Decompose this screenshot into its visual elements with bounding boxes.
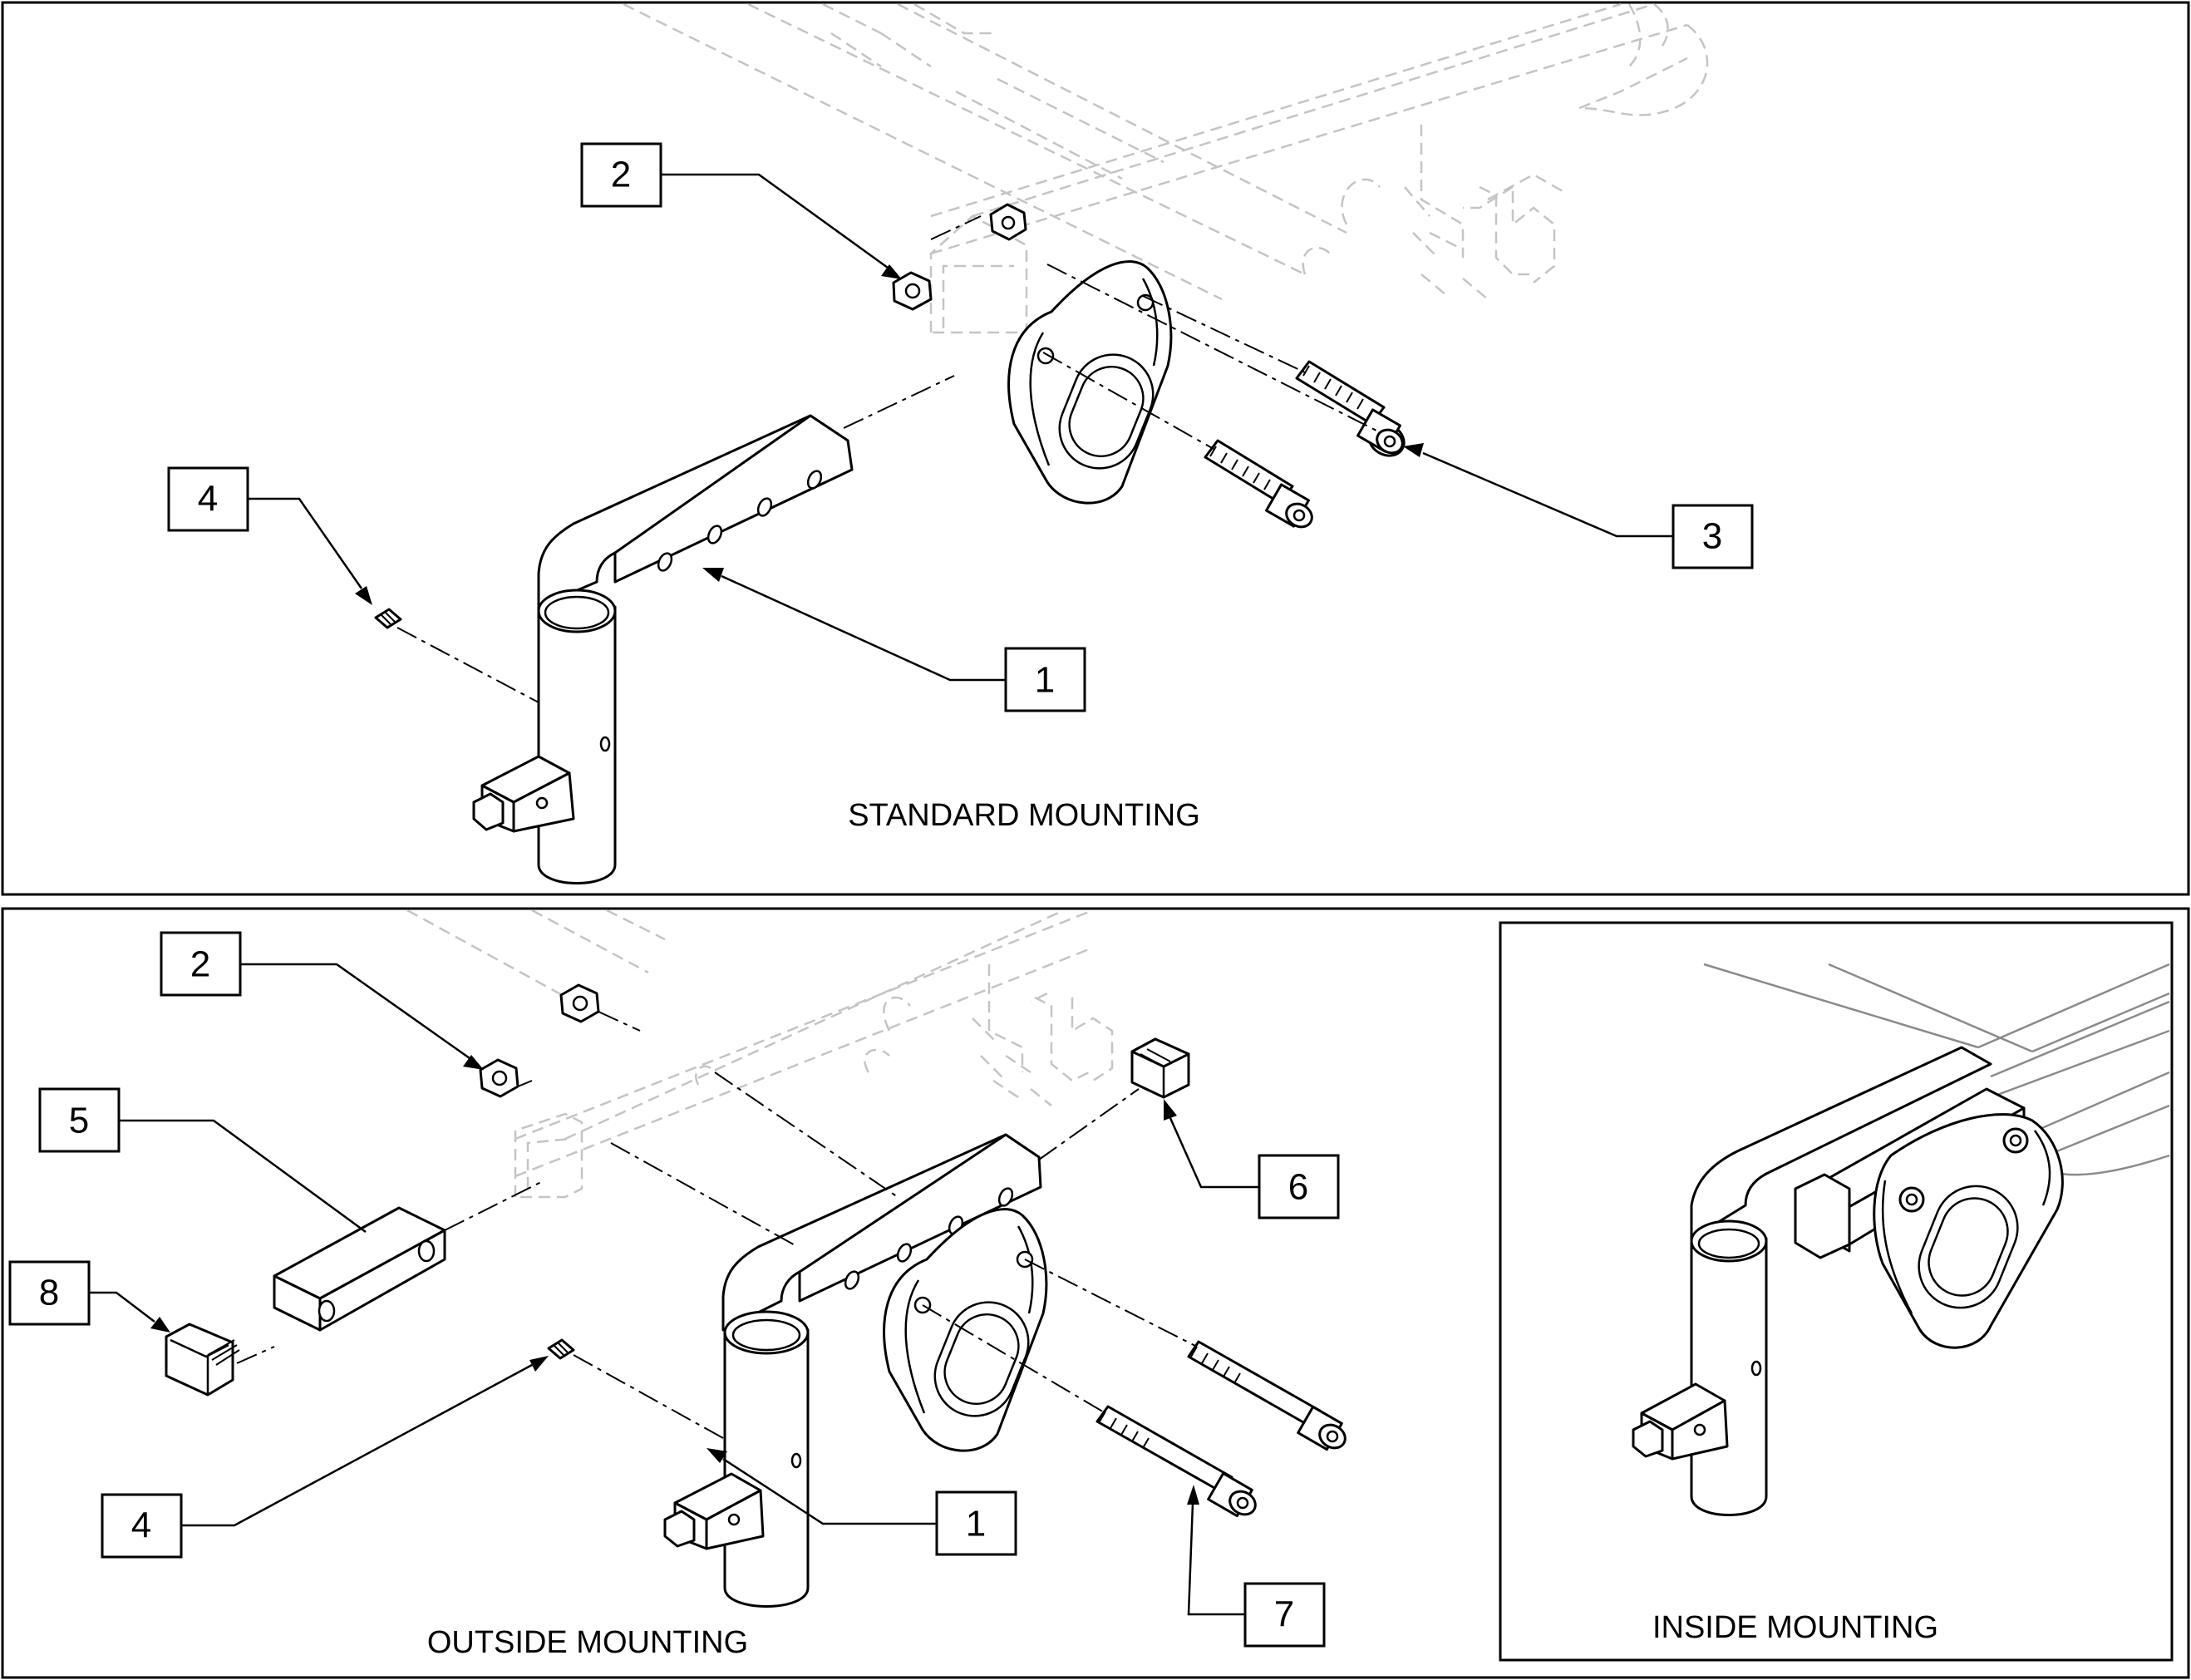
ghost-chair-frame-outside bbox=[406, 909, 1114, 1199]
callout-7-outside: 7 bbox=[1187, 1485, 1326, 1648]
svg-text:4: 4 bbox=[198, 479, 218, 520]
svg-text:2: 2 bbox=[611, 155, 631, 195]
standard-mounting-caption: STANDARD MOUNTING bbox=[848, 798, 1200, 833]
callout-6-outside: 6 bbox=[1164, 1099, 1340, 1219]
end-cap-rear bbox=[1130, 1037, 1190, 1099]
callout-2-outside: 2 bbox=[160, 931, 484, 1070]
svg-text:6: 6 bbox=[1288, 1167, 1308, 1208]
inside-mounting-plate bbox=[1873, 1113, 2064, 1349]
svg-text:4: 4 bbox=[131, 1505, 151, 1546]
hex-nut-outside-rear bbox=[559, 983, 600, 1023]
spacer-block bbox=[273, 1206, 446, 1332]
svg-text:3: 3 bbox=[1702, 516, 1722, 557]
svg-text:5: 5 bbox=[69, 1101, 89, 1141]
callout-8-outside: 8 bbox=[8, 1260, 170, 1333]
mounting-plate-top bbox=[1007, 260, 1173, 505]
long-socket-bolt-upper bbox=[1187, 1340, 1347, 1451]
assembly-centerlines-outside bbox=[236, 1011, 1198, 1439]
socket-bolt-top-upper bbox=[1295, 360, 1406, 457]
callout-4-top: 4 bbox=[167, 466, 372, 605]
outside-mounting-panel: 2 5 8 6 4 1 bbox=[1, 907, 2190, 1679]
assembly-centerlines-top bbox=[396, 215, 1381, 703]
inside-panel-frame bbox=[1499, 921, 2174, 1662]
caster-housing-bracket-top bbox=[472, 414, 854, 884]
svg-text:7: 7 bbox=[1274, 1594, 1294, 1635]
callout-1-top: 1 bbox=[702, 568, 1086, 712]
svg-text:2: 2 bbox=[190, 944, 210, 985]
inside-mounting-panel: INSIDE MOUNTING bbox=[1499, 921, 2174, 1662]
callout-5-outside: 5 bbox=[38, 1087, 367, 1234]
long-socket-bolt-lower bbox=[1096, 1405, 1257, 1518]
hex-nut-outside-front bbox=[479, 1058, 519, 1098]
hex-nut-top-rear bbox=[989, 203, 1027, 241]
standard-mounting-panel: 2 4 3 1 STANDARD MOUNTING bbox=[1, 1, 2190, 896]
standard-panel-frame bbox=[1, 1, 2190, 896]
end-cap-front bbox=[165, 1323, 240, 1397]
set-screw-outside bbox=[547, 1338, 575, 1360]
set-screw-top bbox=[374, 608, 402, 629]
outside-panel-frame bbox=[1, 907, 2190, 1679]
callout-3-top: 3 bbox=[1403, 443, 1754, 569]
caster-housing-bracket-outside bbox=[663, 1133, 1042, 1608]
callout-1-outside: 1 bbox=[707, 1448, 1017, 1556]
svg-text:1: 1 bbox=[1035, 660, 1055, 701]
inside-mounting-caption: INSIDE MOUNTING bbox=[1652, 1610, 1938, 1645]
socket-bolt-top-lower bbox=[1204, 439, 1313, 529]
inside-bracket-tube bbox=[1632, 1046, 1992, 1516]
outside-mounting-caption: OUTSIDE MOUNTING bbox=[427, 1625, 748, 1660]
inside-chair-frame bbox=[1703, 963, 2170, 1176]
callout-4-outside: 4 bbox=[101, 1356, 549, 1559]
svg-text:1: 1 bbox=[966, 1504, 986, 1545]
ghost-chair-frame bbox=[623, 2, 1709, 334]
callout-2-top: 2 bbox=[580, 142, 902, 279]
hex-nut-top-front bbox=[892, 271, 933, 311]
svg-text:8: 8 bbox=[39, 1273, 59, 1313]
